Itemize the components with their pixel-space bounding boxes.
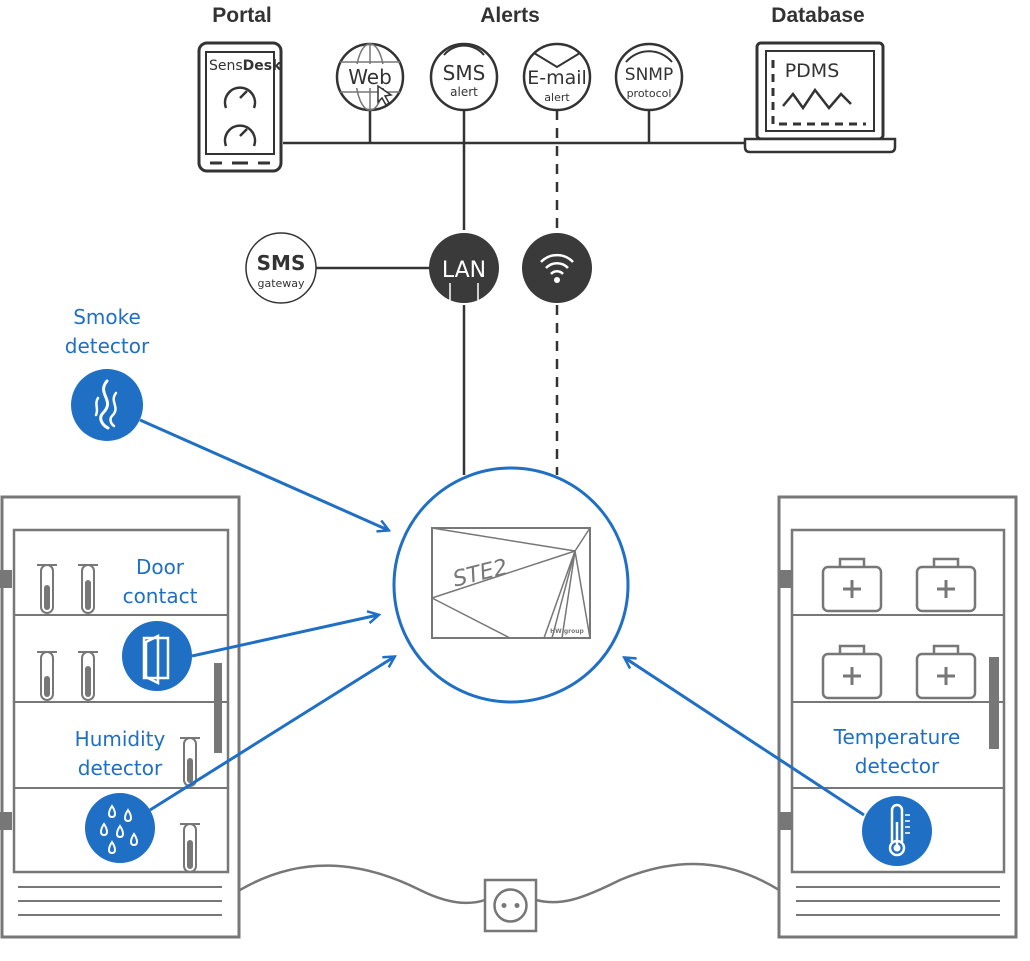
snmp-subtitle: protocol — [627, 87, 672, 100]
heading-alerts: Alerts — [480, 4, 540, 27]
email-alert-title: E-mail — [527, 67, 587, 89]
snmp-node[interactable]: SNMP protocol — [614, 42, 684, 112]
test-tube-icon — [180, 823, 200, 873]
droplets-icon — [100, 804, 138, 855]
door-label-line1: Door — [136, 555, 185, 579]
email-alert-subtitle: alert — [544, 91, 570, 104]
portal-tablet[interactable]: SensDesk — [197, 41, 283, 173]
lan-node[interactable]: LAN — [429, 233, 499, 303]
flame-icon — [94, 379, 118, 430]
right-cabinet — [777, 495, 1018, 939]
lan-title: LAN — [442, 258, 486, 283]
test-tube-icon — [78, 564, 98, 614]
left-cabinet — [0, 495, 241, 939]
sms-gateway-subtitle: gateway — [257, 277, 305, 290]
envelope-icon — [533, 52, 581, 69]
heading-database: Database — [771, 4, 864, 27]
email-alert-node[interactable]: E-mail alert — [522, 42, 592, 112]
humidity-label-line2: detector — [78, 756, 163, 780]
door-label-line2: contact — [123, 584, 198, 608]
web-label: Web — [348, 65, 392, 89]
network-lines — [283, 110, 745, 475]
wifi-node[interactable] — [522, 233, 592, 303]
door-icon — [142, 633, 170, 686]
heading-portal: Portal — [212, 4, 272, 27]
temperature-label-line1: Temperature — [833, 725, 961, 749]
power-socket-icon — [483, 878, 538, 933]
portal-brand: SensDesk — [209, 58, 282, 74]
test-tube-icon — [37, 564, 57, 614]
sms-alert-subtitle: alert — [450, 85, 478, 99]
first-aid-kit-icon — [821, 644, 883, 700]
database-laptop[interactable]: PDMS — [743, 41, 897, 154]
sms-alert-node[interactable]: SMS alert — [429, 42, 499, 112]
ste2-device[interactable]: STE2 HW group — [392, 466, 630, 704]
ste2-brand: HW group — [550, 628, 584, 635]
power-cable — [239, 862, 780, 905]
database-title: PDMS — [785, 60, 840, 82]
sensor-arrows — [139, 418, 865, 817]
smoke-label-line2: detector — [65, 334, 150, 358]
first-aid-kit-icon — [821, 557, 883, 613]
gauge-icon — [223, 124, 257, 147]
wifi-icon — [540, 253, 574, 283]
door-contact-sensor[interactable] — [122, 621, 192, 691]
sms-gateway-title: SMS — [257, 251, 306, 275]
sms-alert-title: SMS — [443, 61, 486, 85]
ste2-unit: STE2 HW group — [431, 527, 591, 639]
smoke-detector[interactable] — [71, 369, 143, 441]
first-aid-kit-icon — [915, 557, 977, 613]
test-tube-icon — [37, 651, 57, 701]
gauge-icon — [223, 86, 257, 109]
first-aid-kit-icon — [915, 644, 977, 700]
temperature-sensor[interactable] — [862, 796, 932, 866]
temperature-label-line2: detector — [855, 754, 940, 778]
smoke-label-line1: Smoke — [73, 305, 141, 329]
web-alert-node[interactable]: Web — [335, 42, 405, 112]
test-tube-icon — [78, 651, 98, 701]
cursor-icon — [377, 84, 393, 107]
humidity-label-line1: Humidity — [75, 727, 166, 751]
sms-gateway-node[interactable]: SMS gateway — [245, 232, 317, 304]
thermometer-icon — [888, 803, 910, 857]
humidity-sensor[interactable] — [85, 793, 155, 863]
chart-line-icon — [782, 87, 852, 111]
snmp-title: SNMP — [625, 65, 673, 85]
